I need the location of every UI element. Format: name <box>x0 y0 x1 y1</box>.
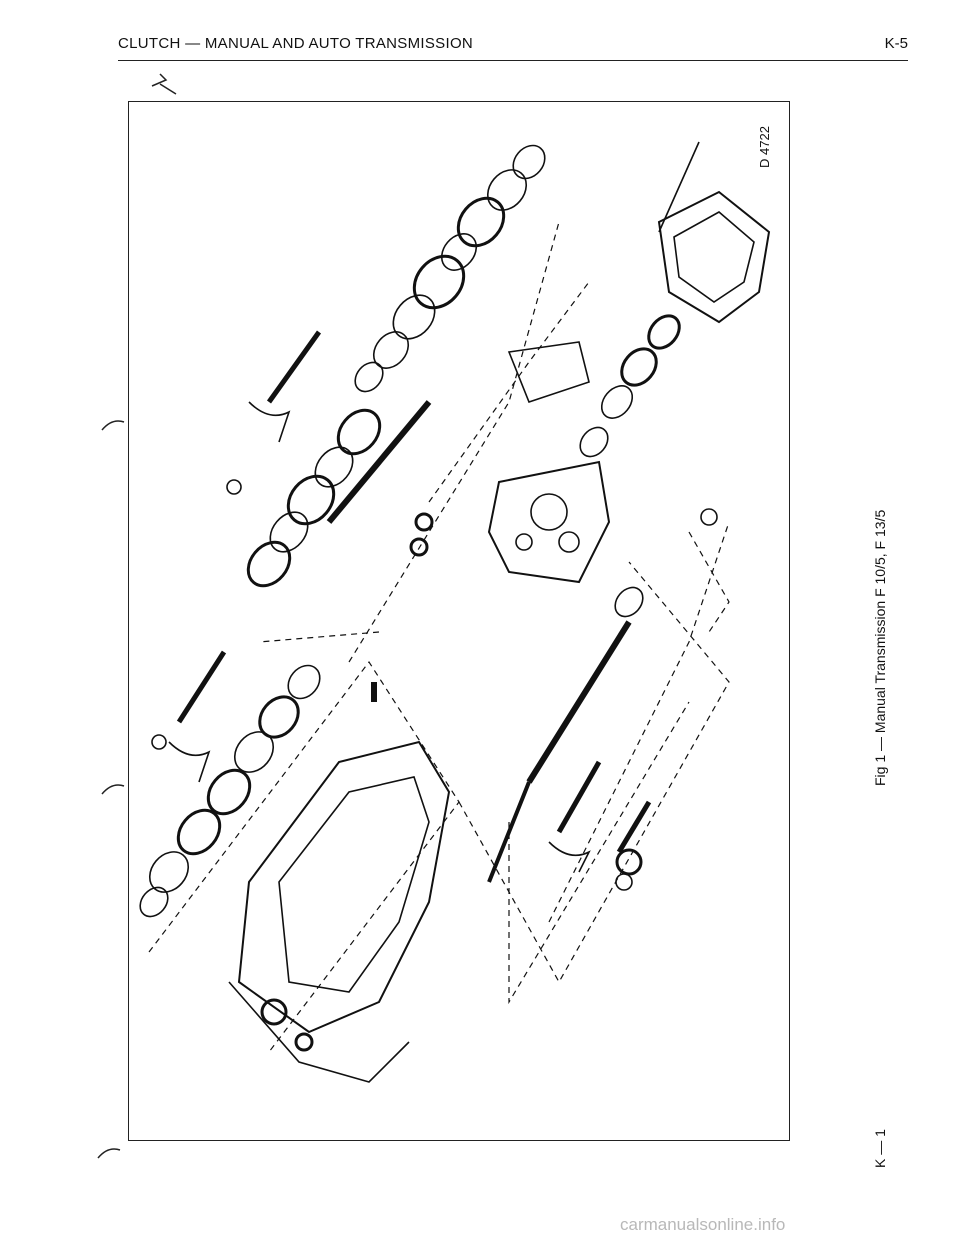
lower-gear-train <box>139 664 321 918</box>
figure-id: K — 1 <box>872 1129 888 1168</box>
transmission-case <box>228 682 451 1083</box>
exploded-view-figure: D 4722 <box>128 101 790 1141</box>
exploded-view-drawing <box>139 141 771 1083</box>
drawing-ref-code: D 4722 <box>757 126 772 168</box>
margin-mark-top <box>151 73 177 95</box>
upper-gear-train <box>354 144 546 393</box>
right-gear-cluster <box>487 314 681 883</box>
shift-rods <box>168 330 652 873</box>
page-number: K-5 <box>884 35 908 52</box>
margin-mark-mid2 <box>101 784 125 795</box>
figure-caption: Fig 1 — Manual Transmission F 10/5, F 13… <box>872 509 888 786</box>
section-title: CLUTCH — MANUAL AND AUTO TRANSMISSION <box>118 35 474 52</box>
small-parts <box>151 479 718 891</box>
watermark-text: carmanualsonline.info <box>620 1215 786 1234</box>
margin-mark-mid1 <box>101 420 125 431</box>
end-cover <box>657 141 771 324</box>
middle-gear-train <box>246 400 432 588</box>
assembly-guide-lines <box>148 221 730 1053</box>
margin-mark-bottom <box>97 1148 121 1159</box>
page-header: CLUTCH — MANUAL AND AUTO TRANSMISSION K-… <box>118 32 908 61</box>
main-housing <box>487 341 611 584</box>
